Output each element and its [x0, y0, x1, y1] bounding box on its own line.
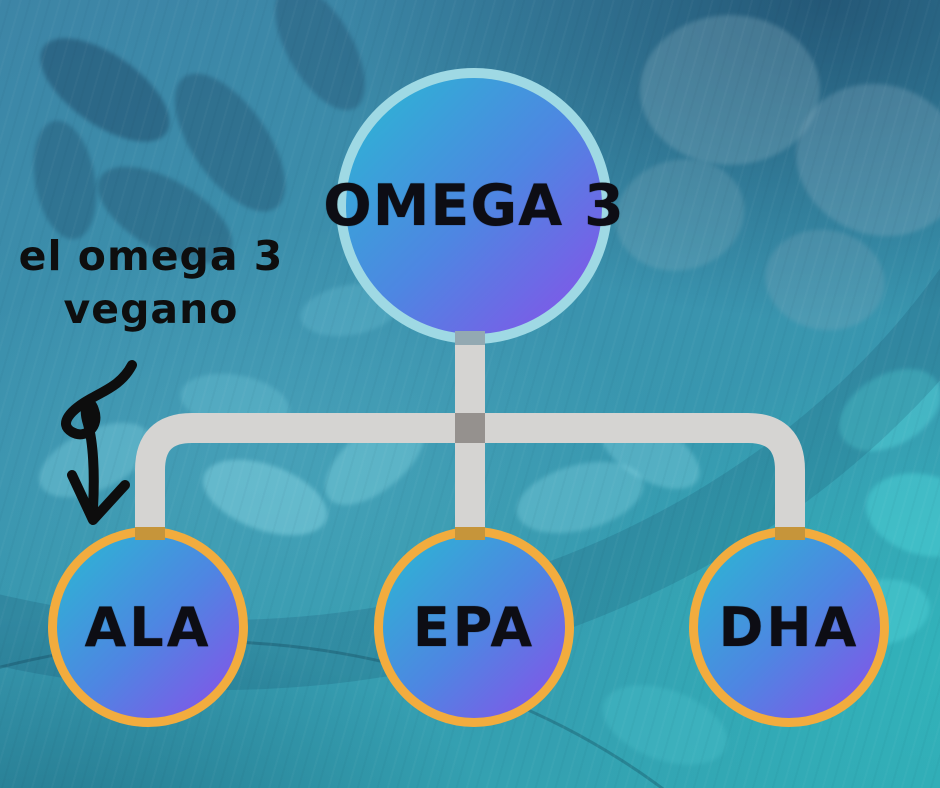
ring-pipe-overlap [455, 331, 485, 345]
annotation-text: el omega 3 vegano [5, 230, 297, 337]
node-epa: EPA [374, 527, 574, 727]
ring-pipe-overlap [135, 527, 165, 540]
annotation-line2: vegano [63, 285, 239, 334]
node-dha: DHA [689, 527, 889, 727]
node-omega3: OMEGA 3 [323, 68, 624, 344]
ring-pipe-overlap [775, 527, 805, 540]
ring-pipe-overlap [455, 527, 485, 540]
node-ala-label: ALA [84, 595, 212, 659]
annotation-line1: el omega 3 [18, 232, 284, 280]
hand-drawn-arrow-icon [61, 360, 137, 525]
node-omega3-label: OMEGA 3 [323, 173, 625, 239]
node-ala: ALA [48, 527, 248, 727]
connector-junction [455, 413, 485, 443]
node-epa-label: EPA [412, 595, 536, 659]
node-dha-label: DHA [718, 595, 860, 659]
